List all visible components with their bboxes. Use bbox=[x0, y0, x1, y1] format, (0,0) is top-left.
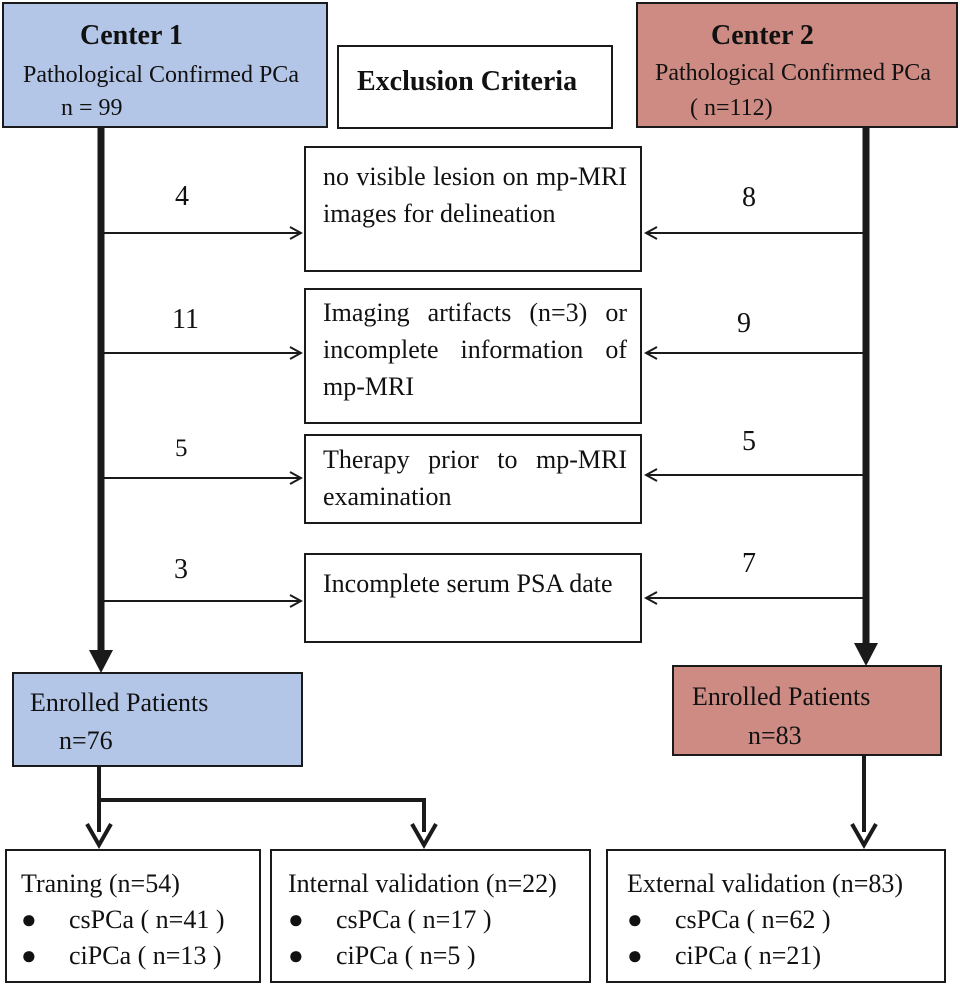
training-item-1-label: csPCa ( n=41 ) bbox=[69, 905, 225, 934]
criterion-box-3: Therapy prior to mp-MRI examination bbox=[304, 434, 642, 524]
bullet-icon: ● bbox=[288, 941, 304, 970]
internal-validation-box: Internal validation (n=22) ● csPCa ( n=17… bbox=[270, 849, 591, 983]
training-cohort-title: Traning (n=54) bbox=[21, 869, 180, 898]
training-cohort-box: Traning (n=54) ● csPCa ( n=41 ) ● ciPCa ( … bbox=[5, 849, 261, 983]
criterion-box-4: Incomplete serum PSA date bbox=[304, 553, 642, 643]
criterion-1-center2-count: 8 bbox=[742, 182, 756, 213]
center2-title: Center 2 bbox=[711, 20, 814, 51]
training-item-2: ● ciPCa ( n=13 ) bbox=[21, 943, 222, 969]
split-left-arrowhead bbox=[85, 823, 113, 850]
internal-item-1-label: csPCa ( n=17 ) bbox=[336, 905, 492, 934]
criterion-2-center1-count: 11 bbox=[172, 304, 199, 335]
center2-box: Center 2 Pathological Confirmed PCa ( n=… bbox=[636, 2, 958, 128]
enrolled-center1-count: n=76 bbox=[59, 726, 113, 755]
external-item-2-label: ciPCa ( n=21) bbox=[675, 941, 822, 970]
criterion-text-3: Therapy prior to mp-MRI examination bbox=[323, 445, 627, 511]
internal-item-2-label: ciPCa ( n=5 ) bbox=[336, 941, 476, 970]
criterion-3-center2-count: 5 bbox=[742, 426, 756, 457]
internal-item-1: ● csPCa ( n=17 ) bbox=[288, 907, 491, 933]
internal-validation-title: Internal validation (n=22) bbox=[288, 869, 557, 898]
criterion-4-center2-count: 7 bbox=[742, 548, 756, 579]
exclusion-criteria-title: Exclusion Criteria bbox=[357, 66, 578, 97]
center1-down-arrowhead bbox=[89, 650, 113, 673]
center1-box: Center 1 Pathological Confirmed PCa n = … bbox=[2, 2, 328, 128]
bullet-icon: ● bbox=[627, 905, 643, 934]
bullet-icon: ● bbox=[21, 905, 37, 934]
enrolled-center2-label: Enrolled Patients bbox=[692, 682, 871, 711]
internal-item-2: ● ciPCa ( n=5 ) bbox=[288, 943, 476, 969]
external-item-1-label: csPCa ( n=62 ) bbox=[675, 905, 831, 934]
enrolled-center1-box: Enrolled Patients n=76 bbox=[12, 672, 303, 767]
criterion-4-center1-count: 3 bbox=[174, 554, 188, 585]
external-item-1: ● csPCa ( n=62 ) bbox=[627, 907, 830, 933]
criterion-text-1: no visible lesion on mp-MRI images for d… bbox=[323, 162, 627, 228]
center1-title: Center 1 bbox=[80, 20, 183, 51]
center2-count: ( n=112) bbox=[690, 95, 773, 121]
center2-down-arrowhead bbox=[854, 643, 878, 666]
split-right-arrowhead bbox=[410, 823, 438, 850]
criterion-text-2: Imaging artifacts (n=3) or incomplete in… bbox=[323, 298, 627, 401]
criterion-text-4: Incomplete serum PSA date bbox=[323, 569, 613, 598]
exclusion-criteria-title-box: Exclusion Criteria bbox=[337, 45, 613, 129]
center2-subtitle: Pathological Confirmed PCa bbox=[655, 60, 931, 86]
external-item-2: ● ciPCa ( n=21) bbox=[627, 943, 821, 969]
training-item-1: ● csPCa ( n=41 ) bbox=[21, 907, 224, 933]
bullet-icon: ● bbox=[627, 941, 643, 970]
bullet-icon: ● bbox=[288, 905, 304, 934]
criterion-box-1: no visible lesion on mp-MRI images for d… bbox=[304, 146, 642, 272]
external-validation-box: External validation (n=83) ● csPCa ( n=62… bbox=[606, 849, 946, 983]
enrolled-center1-label: Enrolled Patients bbox=[30, 688, 209, 717]
criterion-3-center1-count: 5 bbox=[175, 435, 188, 462]
criterion-2-center2-count: 9 bbox=[737, 308, 751, 339]
criterion-1-center1-count: 4 bbox=[175, 181, 189, 212]
criterion-box-2: Imaging artifacts (n=3) or incomplete in… bbox=[304, 288, 642, 424]
training-item-2-label: ciPCa ( n=13 ) bbox=[69, 941, 222, 970]
external-validation-title: External validation (n=83) bbox=[627, 869, 904, 898]
center1-count: n = 99 bbox=[61, 95, 123, 121]
bullet-icon: ● bbox=[21, 941, 37, 970]
enrolled-center2-count: n=83 bbox=[748, 721, 802, 750]
enrolled-center2-box: Enrolled Patients n=83 bbox=[672, 665, 942, 756]
center1-subtitle: Pathological Confirmed PCa bbox=[23, 62, 299, 88]
external-arrowhead bbox=[850, 823, 878, 850]
